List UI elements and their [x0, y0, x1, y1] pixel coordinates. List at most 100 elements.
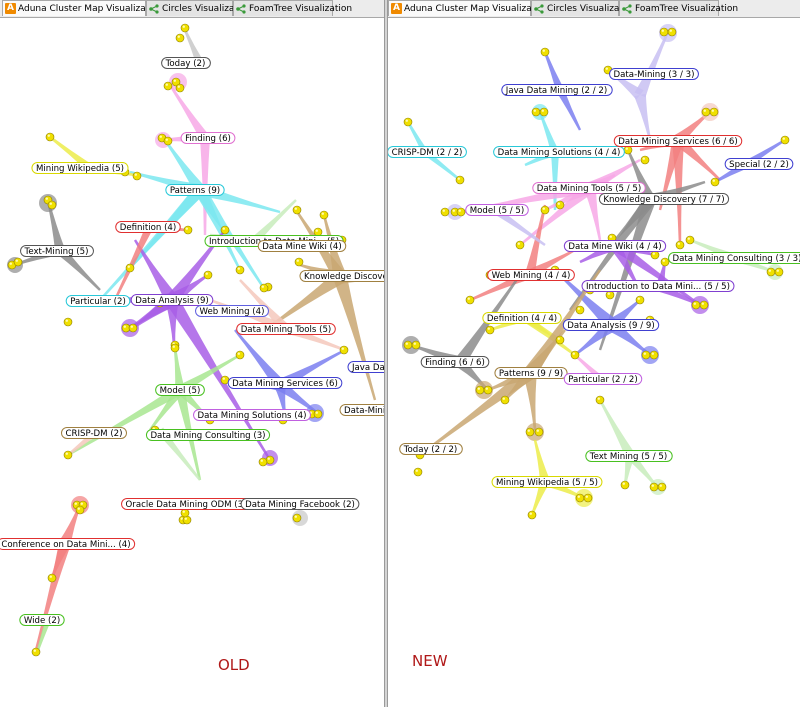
document-ball[interactable] — [709, 107, 719, 117]
cluster-label[interactable]: Particular (2 / 2) — [563, 373, 643, 386]
cluster-map-new[interactable]: Data-Mining (3 / 3) Java Data Mining (2 /… — [388, 18, 800, 707]
document-ball[interactable] — [539, 107, 549, 117]
document-ball[interactable] — [403, 117, 413, 127]
document-ball[interactable] — [313, 409, 323, 419]
document-ball[interactable] — [659, 27, 669, 37]
document-ball[interactable] — [766, 267, 776, 277]
document-ball[interactable] — [313, 227, 323, 237]
cluster-label[interactable]: Data Mining Tools (5 / 5) — [532, 182, 646, 195]
document-ball[interactable] — [667, 27, 677, 37]
cluster-label[interactable]: Java Data Mining (2 / 2) — [501, 84, 613, 97]
document-ball[interactable] — [527, 510, 537, 520]
document-ball[interactable] — [220, 375, 230, 385]
document-ball[interactable] — [555, 335, 565, 345]
cluster-label[interactable]: Finding (6 / 6) — [420, 356, 490, 369]
document-ball[interactable] — [649, 482, 659, 492]
document-ball[interactable] — [235, 350, 245, 360]
document-ball[interactable] — [774, 267, 784, 277]
document-ball[interactable] — [575, 305, 585, 315]
document-ball[interactable] — [47, 573, 57, 583]
document-ball[interactable] — [63, 317, 73, 327]
document-ball[interactable] — [605, 290, 615, 300]
document-ball[interactable] — [515, 240, 525, 250]
document-ball[interactable] — [456, 207, 466, 217]
document-ball[interactable] — [623, 145, 633, 155]
cluster-label[interactable]: Knowledge Discovery — [299, 270, 386, 283]
tab-aduna-cluster-map[interactable]: A Aduna Cluster Map Visualization✕ — [2, 0, 175, 16]
cluster-label[interactable]: Special (2 / 2) — [724, 158, 794, 171]
document-ball[interactable] — [450, 207, 460, 217]
document-ball[interactable] — [292, 513, 302, 523]
cluster-label[interactable]: Web Mining (4) — [195, 305, 269, 318]
document-ball[interactable] — [500, 395, 510, 405]
document-ball[interactable] — [660, 257, 670, 267]
document-ball[interactable] — [220, 225, 230, 235]
document-ball[interactable] — [170, 343, 180, 353]
cluster-map-old[interactable]: Today (2)Finding (6)Mining Wikipedia (5)… — [0, 18, 386, 707]
cluster-label[interactable]: Data Mining Services (6 / 6) — [613, 135, 743, 148]
document-ball[interactable] — [413, 467, 423, 477]
document-ball[interactable] — [45, 132, 55, 142]
document-ball[interactable] — [595, 395, 605, 405]
cluster-label[interactable]: Java Data — [347, 361, 386, 374]
cluster-label[interactable]: Mining Wikipedia (5) — [31, 162, 129, 175]
document-ball[interactable] — [180, 23, 190, 33]
document-ball[interactable] — [475, 385, 485, 395]
cluster-label[interactable]: Introduction to Data Mini... (5 / 5) — [581, 280, 735, 293]
cluster-label[interactable]: CRISP-DM (2 / 2) — [388, 146, 467, 159]
document-ball[interactable] — [641, 350, 651, 360]
cluster-label[interactable]: Finding (6) — [180, 132, 236, 145]
document-ball[interactable] — [575, 493, 585, 503]
document-ball[interactable] — [620, 480, 630, 490]
document-ball[interactable] — [675, 240, 685, 250]
document-ball[interactable] — [555, 200, 565, 210]
tab-circles-visualization[interactable]: Circles Visualization — [146, 0, 252, 16]
document-ball[interactable] — [171, 77, 181, 87]
document-ball[interactable] — [455, 175, 465, 185]
cluster-label[interactable]: Today (2 / 2) — [399, 443, 463, 456]
tab-foamtree-visualization[interactable]: FoamTree Visualization — [233, 0, 352, 16]
cluster-label[interactable]: Definition (4) — [115, 221, 181, 234]
cluster-label[interactable]: Conference on Data Mini... (4) — [0, 538, 136, 551]
document-ball[interactable] — [540, 205, 550, 215]
cluster-label[interactable]: Text-Mining (5) — [20, 245, 94, 258]
cluster-label[interactable]: Wide (2) — [19, 614, 65, 627]
document-ball[interactable] — [31, 647, 41, 657]
document-ball[interactable] — [531, 107, 541, 117]
document-ball[interactable] — [640, 155, 650, 165]
document-ball[interactable] — [63, 450, 73, 460]
cluster-label[interactable]: Data Mining Facebook (2) — [240, 498, 360, 511]
document-ball[interactable] — [75, 505, 85, 515]
document-ball[interactable] — [411, 340, 421, 350]
cluster-label[interactable]: CRISP-DM (2) — [61, 427, 127, 440]
cluster-label[interactable]: Particular (2) — [65, 295, 131, 308]
cluster-label[interactable]: Definition (4 / 4) — [482, 312, 562, 325]
cluster-label[interactable]: Data Analysis (9) — [130, 294, 214, 307]
document-ball[interactable] — [294, 257, 304, 267]
document-ball[interactable] — [650, 250, 660, 260]
document-ball[interactable] — [13, 257, 23, 267]
document-ball[interactable] — [183, 225, 193, 235]
cluster-label[interactable]: Data Mining Solutions (4) — [193, 409, 311, 422]
tab-foamtree-visualization[interactable]: FoamTree Visualization — [619, 0, 738, 16]
document-ball[interactable] — [483, 385, 493, 395]
document-ball[interactable] — [485, 325, 495, 335]
document-ball[interactable] — [258, 457, 268, 467]
cluster-label[interactable]: Oracle Data Mining ODM (3) — [121, 498, 251, 511]
document-ball[interactable] — [657, 482, 667, 492]
document-ball[interactable] — [701, 107, 711, 117]
document-ball[interactable] — [403, 340, 413, 350]
cluster-label[interactable]: Data Mining Solutions (4 / 4) — [493, 146, 625, 159]
cluster-label[interactable]: Data Mining Consulting (3) — [145, 429, 271, 442]
document-ball[interactable] — [259, 283, 269, 293]
document-ball[interactable] — [292, 205, 302, 215]
cluster-label[interactable]: Data-Mining (3 / 3) — [609, 68, 699, 81]
document-ball[interactable] — [440, 207, 450, 217]
splitter[interactable] — [384, 0, 388, 707]
document-ball[interactable] — [649, 350, 659, 360]
cluster-label[interactable]: Web Mining (4 / 4) — [487, 269, 575, 282]
cluster-label[interactable]: Model (5 / 5) — [465, 204, 529, 217]
document-ball[interactable] — [175, 33, 185, 43]
document-ball[interactable] — [710, 177, 720, 187]
document-ball[interactable] — [235, 265, 245, 275]
